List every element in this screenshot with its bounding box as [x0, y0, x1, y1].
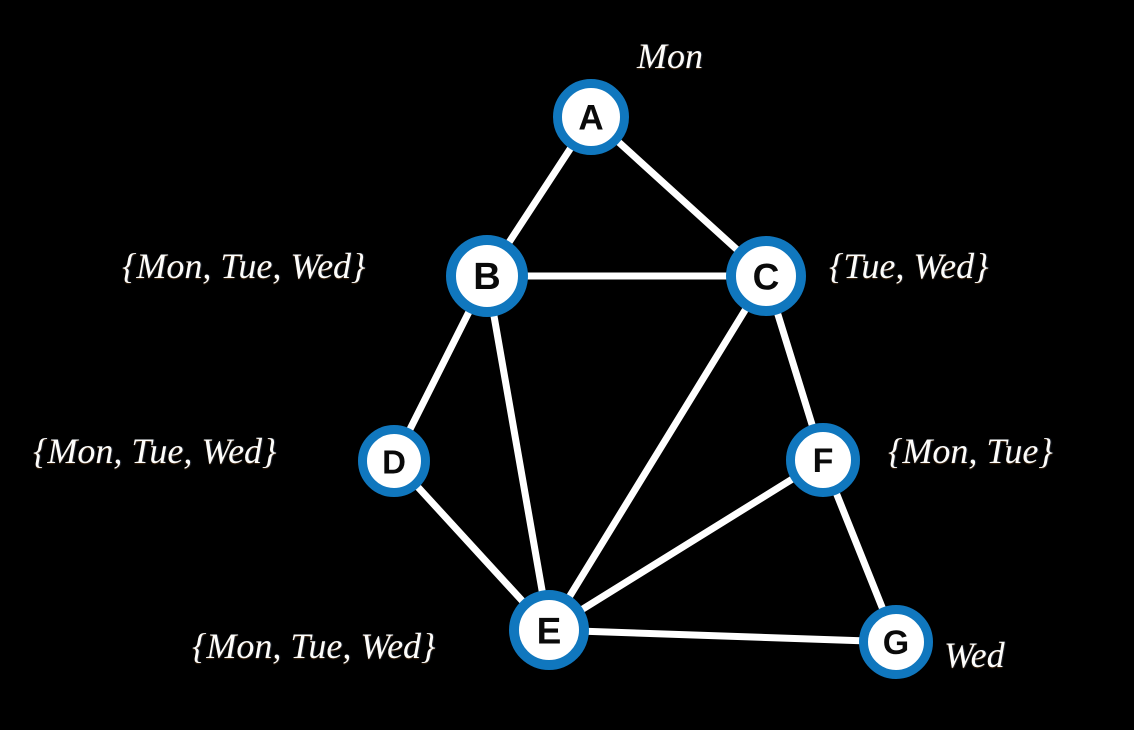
graph-node-a[interactable]: A	[553, 79, 629, 155]
domain-label-b: {Mon, Tue, Wed}	[122, 246, 366, 286]
graph-node-f[interactable]: F	[786, 423, 860, 497]
node-letter-b: B	[473, 256, 500, 298]
node-letter-d: D	[382, 444, 406, 481]
node-circle-d	[358, 425, 430, 497]
node-circle-c	[726, 236, 806, 316]
domain-label-g: Wed	[944, 635, 1005, 675]
node-circle-e	[509, 590, 589, 670]
node-circle-b	[446, 235, 528, 317]
node-letter-e: E	[537, 611, 562, 652]
domain-label-a: Mon	[637, 36, 703, 76]
node-circle-a	[553, 79, 629, 155]
graph-node-d[interactable]: D	[358, 425, 430, 497]
domain-label-f: {Mon, Tue}	[888, 431, 1053, 471]
graph-edge-c-e	[545, 272, 770, 634]
node-circle-g	[859, 605, 933, 679]
node-letter-g: G	[883, 624, 909, 662]
edges-layer	[390, 113, 900, 646]
domain-label-e: {Mon, Tue, Wed}	[192, 626, 436, 666]
graph-node-b[interactable]: B	[446, 235, 528, 317]
graph-edge-e-g	[545, 626, 900, 646]
node-letter-a: A	[578, 99, 603, 138]
graph-node-g[interactable]: G	[859, 605, 933, 679]
graph-edge-e-f	[545, 456, 827, 634]
graph-edge-b-e	[483, 272, 553, 634]
node-circle-f	[786, 423, 860, 497]
node-letter-c: C	[753, 257, 780, 298]
domain-label-d: {Mon, Tue, Wed}	[33, 431, 277, 471]
nodes-layer: A B C D E F G	[358, 79, 933, 679]
graph-node-c[interactable]: C	[726, 236, 806, 316]
node-letter-f: F	[813, 442, 834, 480]
graph-node-e[interactable]: E	[509, 590, 589, 670]
domain-label-c: {Tue, Wed}	[829, 246, 989, 286]
